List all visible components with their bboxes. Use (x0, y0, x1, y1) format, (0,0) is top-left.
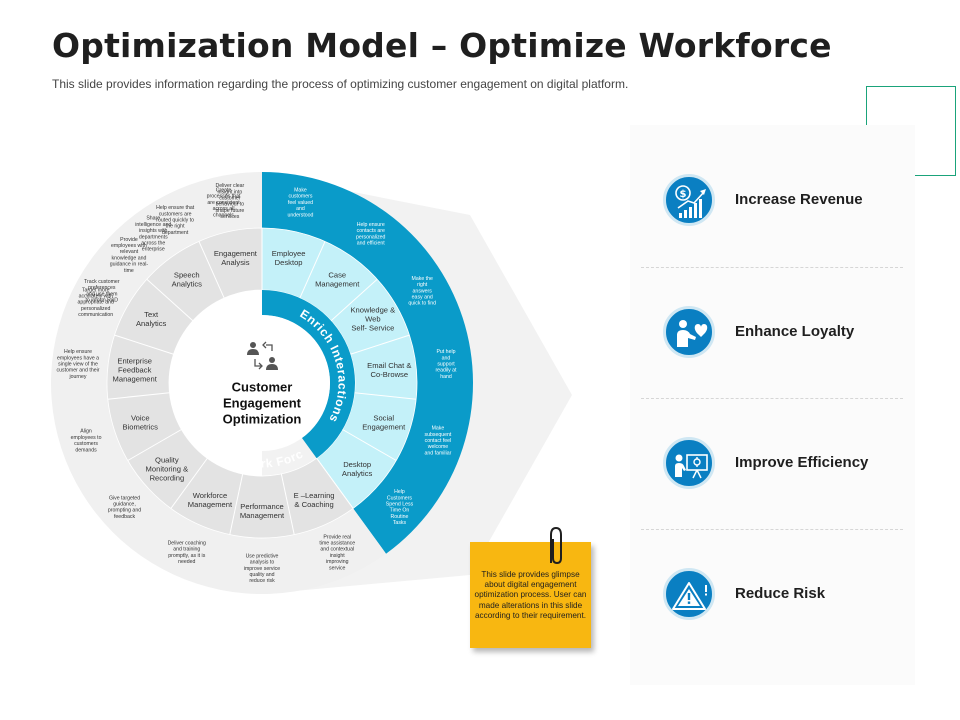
outer-ring-blue (262, 172, 473, 554)
benefit-label: Improve Efficiency (735, 454, 869, 471)
outer-ring-grey (50, 172, 387, 594)
segment-divider (107, 392, 170, 400)
presentation-efficiency-icon (663, 437, 715, 489)
benefit-reduce-risk: Reduce Risk (663, 568, 923, 622)
loyalty-heart-icon (663, 306, 715, 358)
segment-divider (198, 241, 225, 299)
segment-divider (330, 278, 378, 322)
benefit-label: Reduce Risk (735, 585, 826, 602)
revenue-growth-icon: $ (663, 174, 715, 226)
separator (641, 398, 903, 399)
segment-label: E –Learning& Coaching (294, 491, 335, 509)
benefit-label: Increase Revenue (735, 191, 863, 208)
segment-divider (350, 334, 410, 355)
segment-label: Email Chat &Co-Browse (367, 361, 411, 379)
sticky-note-text: This slide provides glimpse about digita… (474, 570, 587, 620)
segment-divider (114, 334, 174, 355)
segment-divider (280, 473, 295, 535)
center-circle (194, 315, 330, 451)
warning-risk-icon (663, 568, 715, 620)
separator (641, 267, 903, 268)
segment-ring-grey (106, 227, 354, 539)
benefit-enhance-loyalty: Enhance Loyalty (663, 306, 923, 360)
sticky-note: This slide provides glimpse about digita… (470, 542, 591, 648)
svg-text:$: $ (680, 189, 687, 200)
separator (641, 529, 903, 530)
segment-divider (299, 241, 326, 299)
segment-divider (127, 429, 182, 461)
page-title: Optimization Model – Optimize Workforce (52, 26, 832, 65)
segment-divider (316, 457, 354, 509)
segment-divider (170, 457, 208, 509)
benefit-increase-revenue: $ Increase Revenue (663, 174, 923, 228)
paper-clip-icon (550, 526, 562, 565)
segment-divider (229, 473, 244, 535)
people-exchange-icon (247, 341, 278, 370)
benefit-label: Enhance Loyalty (735, 323, 855, 340)
segment-divider (342, 429, 397, 461)
inner-ring-blue (262, 290, 355, 459)
benefit-improve-efficiency: Improve Efficiency (663, 437, 923, 491)
page-subtitle: This slide provides information regardin… (52, 77, 629, 91)
segment-divider (354, 392, 417, 400)
segment-divider (146, 278, 194, 322)
